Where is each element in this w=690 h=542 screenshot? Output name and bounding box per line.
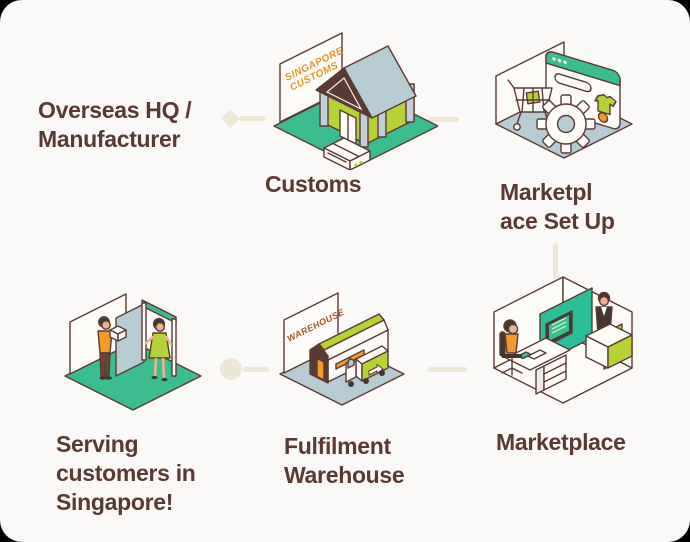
overseas-hq-label-line2: Manufacturer <box>38 126 181 152</box>
serving-customers-label-line1: Serving <box>56 431 139 457</box>
gear-icon <box>536 94 596 154</box>
customs-label: Customs <box>265 171 362 197</box>
marketplace-office-icon <box>493 276 633 404</box>
fulfilment-warehouse-label-line1: Fulfilment <box>284 433 391 459</box>
connector-line-marketplace-warehouse <box>428 367 467 372</box>
marketplace-setup-label: Marketpl ace Set Up <box>500 178 615 236</box>
fulfilment-warehouse-label-line2: Warehouse <box>284 462 405 488</box>
monitor-icon <box>545 310 573 347</box>
connector-line-customs-setup <box>428 117 459 122</box>
connector-line-hq-customs <box>239 116 266 121</box>
serving-customers-label-line2: customers in <box>56 460 196 486</box>
seated-person <box>499 319 523 376</box>
overseas-hq-label: Overseas HQ / Manufacturer <box>38 96 192 154</box>
serving-customers-label: Serving customers in Singapore! <box>56 430 196 517</box>
customer-person <box>144 317 173 382</box>
marketplace-setup-label-line1: Marketpl <box>500 179 593 205</box>
connector-circle <box>220 358 242 380</box>
marketplace-setup-icon <box>495 41 633 159</box>
serving-customers-label-line3: Singapore! <box>56 489 174 515</box>
door-frame-icon <box>141 299 177 377</box>
tshirt-icon <box>594 94 617 116</box>
connector-diamond <box>221 109 240 128</box>
fulfilment-warehouse-label: Fulfilment Warehouse <box>284 432 405 490</box>
connector-line-setup-marketplace <box>553 243 558 279</box>
delivery-person <box>97 316 127 380</box>
marketplace-label: Marketplace <box>496 429 626 455</box>
customs-building-icon: SINGAPORE CUSTOMS <box>273 32 438 170</box>
overseas-hq-label-line1: Overseas HQ / <box>38 97 192 123</box>
delivery-truck-icon <box>345 345 389 387</box>
warehouse-icon: WAREHOUSE <box>279 292 405 406</box>
serving-customers-icon <box>64 293 202 411</box>
connector-line-warehouse-serving <box>243 367 269 372</box>
marketplace-setup-label-line2: ace Set Up <box>500 208 615 234</box>
package-icon <box>109 325 127 342</box>
documents-stack-icon <box>323 137 371 170</box>
